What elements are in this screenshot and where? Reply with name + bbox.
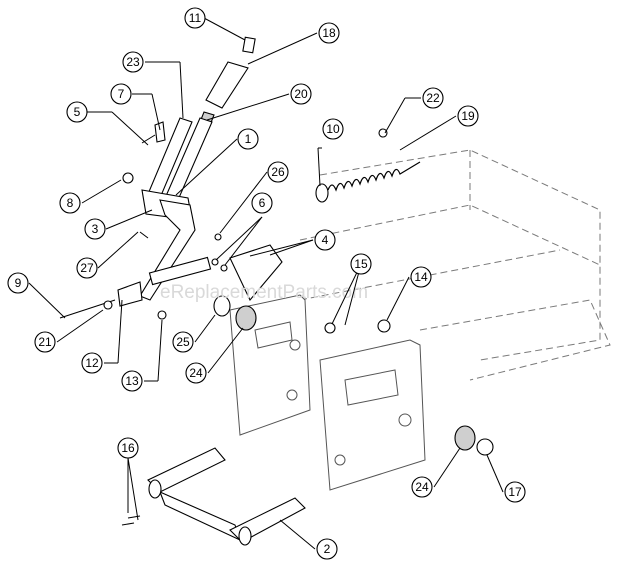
callout-16-label: 16 — [121, 441, 135, 455]
lift-shaft — [147, 447, 306, 546]
callout-18: 18 — [318, 22, 340, 44]
callout-24-upper: 24 — [185, 362, 207, 384]
callout-15: 15 — [350, 253, 372, 275]
callout-14-label: 14 — [414, 270, 428, 284]
callout-27: 27 — [76, 257, 98, 279]
callout-2: 2 — [316, 538, 338, 560]
callout-7-label: 7 — [118, 87, 125, 101]
callout-24-lower-label: 24 — [415, 480, 429, 494]
callout-16: 16 — [117, 437, 139, 459]
callout-10-label: 10 — [326, 122, 340, 136]
watermark: eReplacementParts.com — [160, 282, 368, 303]
callout-12: 12 — [81, 352, 103, 374]
callout-13: 13 — [121, 370, 143, 392]
callout-17: 17 — [504, 481, 526, 503]
callout-23: 23 — [122, 51, 144, 73]
callout-14: 14 — [410, 266, 432, 288]
left-side-plate — [229, 294, 311, 436]
callout-13-label: 13 — [125, 374, 139, 388]
callout-7: 7 — [110, 83, 132, 105]
callout-19: 19 — [457, 105, 479, 127]
callout-18-label: 18 — [322, 26, 336, 40]
callout-2-label: 2 — [324, 542, 331, 556]
callout-5-label: 5 — [74, 105, 81, 119]
callout-10: 10 — [322, 118, 344, 140]
callout-20: 20 — [290, 83, 312, 105]
callout-21: 21 — [34, 331, 56, 353]
callout-23-label: 23 — [126, 55, 140, 69]
callout-4: 4 — [314, 229, 336, 251]
callout-4-label: 4 — [322, 233, 329, 247]
extension-spring — [315, 161, 421, 203]
right-side-plate — [319, 339, 426, 491]
callout-25-label: 25 — [176, 335, 190, 349]
callout-8-label: 8 — [67, 196, 74, 210]
callout-3-label: 3 — [92, 222, 99, 236]
callout-26-label: 26 — [271, 165, 285, 179]
callout-1-label: 1 — [245, 132, 252, 146]
callout-9: 9 — [7, 272, 29, 294]
callout-12-label: 12 — [85, 356, 99, 370]
callout-11-label: 11 — [189, 11, 202, 25]
callout-22: 22 — [422, 87, 444, 109]
callout-24-upper-label: 24 — [189, 366, 203, 380]
callout-3: 3 — [84, 218, 106, 240]
callout-20-label: 20 — [294, 87, 308, 101]
callout-11: 11 — [184, 7, 206, 29]
callout-9-label: 9 — [15, 276, 22, 290]
callout-25: 25 — [172, 331, 194, 353]
callout-17-label: 17 — [508, 485, 522, 499]
callout-24-lower: 24 — [411, 476, 433, 498]
callout-6: 6 — [251, 192, 273, 214]
callout-1: 1 — [237, 128, 259, 150]
callout-8: 8 — [59, 192, 81, 214]
callout-26: 26 — [267, 161, 289, 183]
deck-frame-outline — [299, 149, 611, 381]
small-hardware — [59, 121, 494, 526]
callout-21-label: 21 — [38, 335, 52, 349]
lift-handle-assembly — [117, 36, 256, 307]
callout-6-label: 6 — [259, 196, 266, 210]
callout-15-label: 15 — [354, 257, 368, 271]
callout-5: 5 — [66, 101, 88, 123]
callout-19-label: 19 — [461, 109, 475, 123]
callout-27-label: 27 — [80, 261, 94, 275]
callout-22-label: 22 — [426, 91, 440, 105]
